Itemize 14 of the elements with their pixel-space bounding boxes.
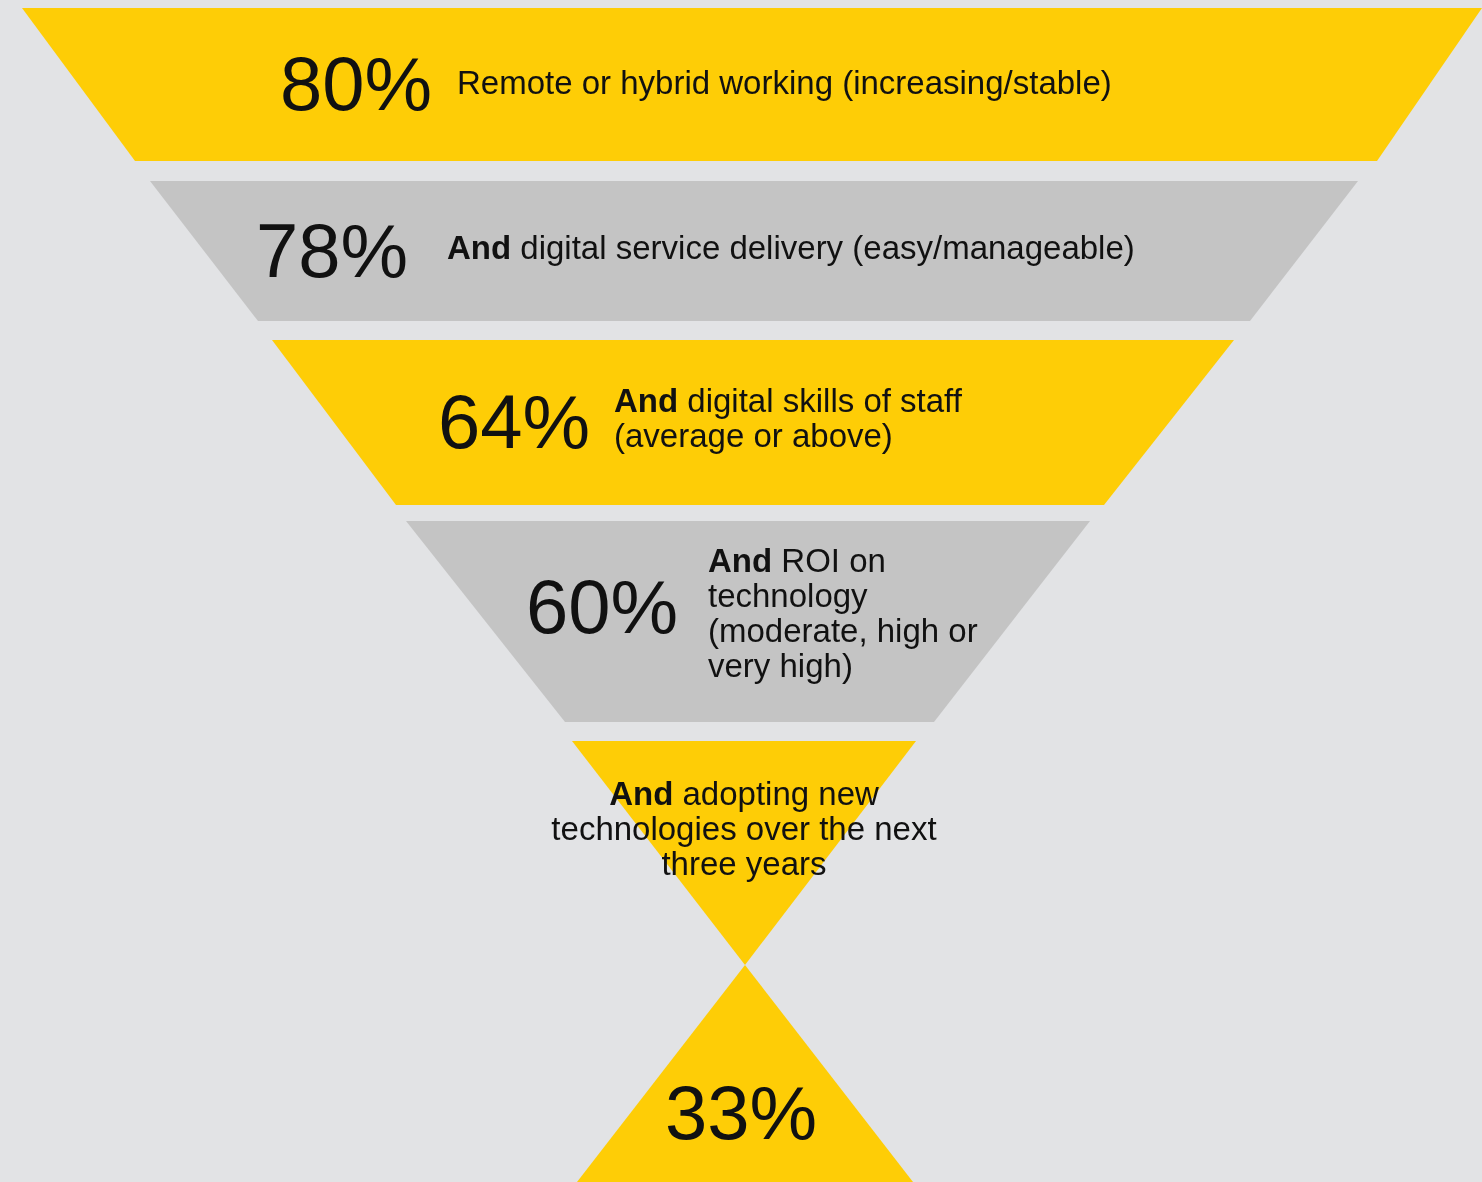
band-label: Remote or hybrid working (increasing/stable)	[457, 65, 1112, 100]
band-label: And digital skills of staff (average or above)	[614, 383, 963, 453]
percentage-value: 78%	[256, 213, 409, 289]
band-label: And ROI on technology (moderate, high or very high)	[708, 543, 979, 683]
funnel-band	[272, 340, 1234, 505]
percentage-value: 80%	[280, 46, 433, 122]
percentage-value: 60%	[526, 569, 679, 645]
percentage-value: 64%	[438, 384, 591, 460]
funnel-band	[406, 521, 1090, 722]
funnel-band	[22, 8, 1482, 161]
funnel-band	[150, 181, 1358, 321]
percentage-value: 33%	[665, 1075, 818, 1151]
funnel-triangle	[577, 965, 913, 1182]
band-label: And digital service delivery (easy/manageable)	[447, 230, 1135, 265]
